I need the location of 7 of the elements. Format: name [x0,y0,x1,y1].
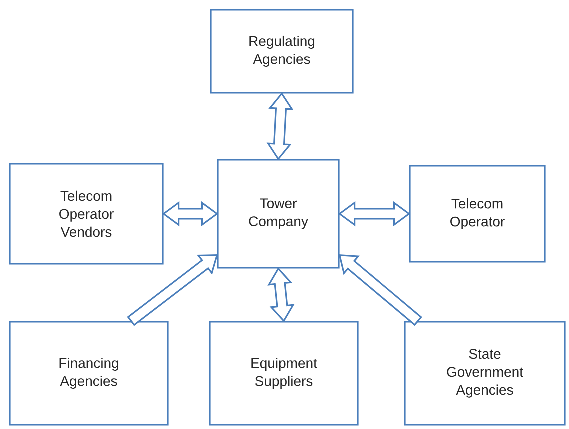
box: Financing Agencies [9,321,169,426]
box: Regulating Agencies [210,9,354,94]
box: Tower Company [217,159,340,269]
box: Telecom Operator [409,165,546,263]
box: State Government Agencies [404,321,566,426]
box: Equipment Suppliers [209,321,359,426]
box: Telecom Operator Vendors [9,163,164,265]
